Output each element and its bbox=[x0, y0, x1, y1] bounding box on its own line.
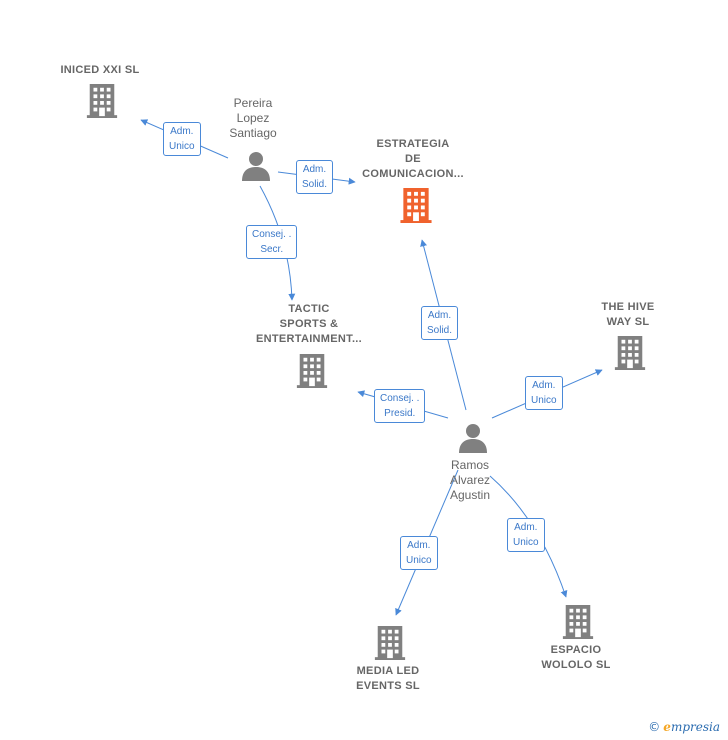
person-label-ramos[interactable]: Ramos Alvarez Agustin bbox=[449, 458, 491, 502]
relation-label[interactable]: Consej. . Secr. bbox=[246, 225, 298, 259]
company-label-medialed[interactable]: MEDIA LED EVENTS SL bbox=[356, 665, 420, 692]
building-icon[interactable] bbox=[86, 84, 118, 118]
company-label-hive[interactable]: THE HIVE WAY SL bbox=[601, 301, 655, 328]
company-label-espacio[interactable]: ESPACIO WOLOLO SL bbox=[541, 644, 611, 671]
relation-label[interactable]: Adm. Unico bbox=[163, 122, 201, 156]
footer-brand[interactable]: ©empresia bbox=[648, 720, 720, 734]
building-icon[interactable] bbox=[296, 354, 328, 388]
relation-label[interactable]: Consej. . Presid. bbox=[374, 389, 426, 423]
brand-logo-letter: e bbox=[663, 720, 671, 734]
copyright-icon: © bbox=[648, 720, 661, 734]
relation-label[interactable]: Adm. Unico bbox=[525, 376, 563, 410]
relation-label[interactable]: Adm. Unico bbox=[400, 536, 438, 570]
relation-label[interactable]: Adm. Solid. bbox=[421, 306, 459, 340]
brand-name: mpresia bbox=[670, 720, 720, 734]
building-icon[interactable] bbox=[614, 336, 646, 370]
building-icon[interactable] bbox=[400, 188, 432, 223]
company-label-tactic[interactable]: TACTIC SPORTS & ENTERTAINMENT... bbox=[255, 303, 363, 345]
relation-label[interactable]: Adm. Solid. bbox=[296, 160, 334, 194]
person-icon[interactable] bbox=[242, 152, 270, 181]
person-label-pereira[interactable]: Pereira Lopez Santiago bbox=[229, 96, 277, 140]
relation-label[interactable]: Adm. Unico bbox=[507, 518, 545, 552]
company-label-iniced[interactable]: INICED XXI SL bbox=[60, 64, 140, 76]
building-icon[interactable] bbox=[374, 626, 406, 660]
person-icon[interactable] bbox=[459, 424, 487, 453]
company-label-estrategia[interactable]: ESTRATEGIA DE COMUNICACION... bbox=[362, 138, 464, 180]
building-icon[interactable] bbox=[562, 605, 594, 639]
